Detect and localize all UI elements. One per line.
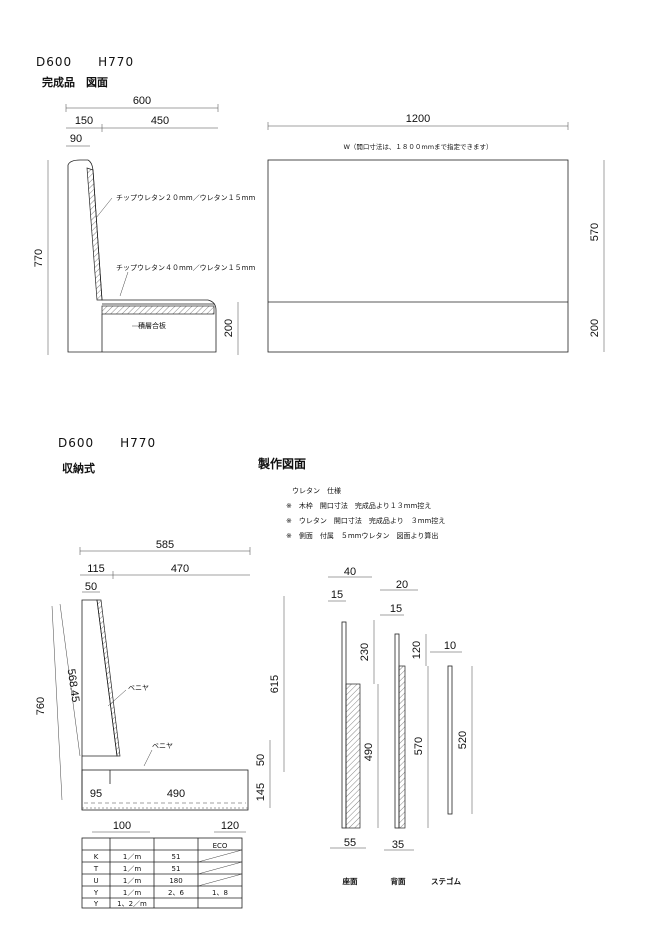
note-3: ※ ウレタン 開口寸法 完成品より ３mm控え [286, 516, 445, 525]
row-2-c2: 1／m [123, 865, 141, 873]
top-dimensions: 600 150 450 90 770 200 [33, 95, 239, 355]
dim-585: 585 [156, 539, 174, 551]
spec-table: ECO K 1／m 51 T 1／m 51 U 1／m 180 Y 1／m 2、… [81, 837, 243, 909]
row-5-c1: Y [93, 900, 99, 908]
veneer-label-back: ベニヤ [128, 684, 149, 692]
dim-55: 55 [344, 837, 356, 849]
note-2: ※ 木枠 開口寸法 完成品より１３mm控え [286, 501, 431, 510]
dim-40: 40 [344, 566, 356, 578]
note-4: ※ 側面 付属 ５mmウレタン 図面より算出 [286, 531, 438, 540]
row-5-c2: 1、2／m [117, 900, 147, 908]
label-back-part: 背面 [391, 876, 406, 886]
dim-50-right: 50 [255, 754, 267, 766]
dim-490-part: 490 [363, 743, 375, 761]
dim-15-seat: 15 [331, 589, 343, 601]
label-seat-part: 座面 [342, 876, 358, 886]
dim-1200: 1200 [406, 113, 430, 125]
row-3-c2: 1／m [123, 877, 141, 885]
dim-90: 90 [70, 133, 82, 145]
dim-570-back: 570 [413, 737, 425, 755]
top-title: 完成品 図面 [42, 75, 108, 89]
dim-35: 35 [392, 839, 404, 851]
storage-frame: 95 490 [81, 599, 249, 811]
back-veneer [96, 599, 121, 757]
top-header: D600 H770 [36, 55, 134, 69]
seat-urethane [101, 305, 215, 315]
part-stegum: 10 520 ステゴム [430, 640, 473, 886]
label-plywood: 積層合板 [138, 321, 166, 330]
table-header-eco: ECO [213, 842, 228, 850]
dim-570: 570 [589, 223, 601, 241]
dim-470: 470 [171, 563, 189, 575]
bench-side-profile [67, 159, 217, 353]
dim-615: 615 [269, 675, 281, 693]
dim-120-back: 120 [411, 641, 423, 659]
dim-600: 600 [133, 95, 151, 107]
row-3-c3: 180 [169, 877, 182, 885]
row-4-c3: 2、6 [168, 889, 184, 897]
dim-450: 450 [151, 115, 169, 127]
dim-200: 200 [223, 319, 235, 337]
dim-568-45: 568.45 [65, 668, 82, 703]
frame-dimensions: 585 115 470 50 760 568.45 615 50 145 [35, 539, 285, 808]
part-back: 20 15 120 570 35 背面 [380, 579, 429, 886]
dim-120: 120 [221, 820, 239, 832]
notes: ウレタン 仕様 ※ 木枠 開口寸法 完成品より１３mm控え ※ ウレタン 開口寸… [286, 486, 445, 540]
row-2-c1: T [93, 865, 99, 873]
label-seat-urethane: チップウレタン４０mm／ウレタン１５mm [116, 263, 255, 272]
dim-95: 95 [90, 788, 102, 800]
bottom-title: 製作図面 [257, 456, 306, 471]
label-stegum-part: ステゴム [431, 876, 461, 886]
veneer-label-seat: ベニヤ [152, 742, 173, 750]
row-4-c2: 1／m [123, 889, 141, 897]
bottom-header: D600 H770 [58, 436, 156, 450]
dim-760: 760 [35, 697, 47, 715]
dim-150: 150 [75, 115, 93, 127]
note-1: ウレタン 仕様 [292, 486, 341, 495]
row-3-c1: U [93, 877, 98, 885]
row-2-c3: 51 [172, 865, 181, 873]
dim-770: 770 [33, 249, 45, 267]
dim-100: 100 [113, 820, 131, 832]
bottom-subtitle: 収納式 [62, 461, 95, 475]
dim-230: 230 [359, 643, 371, 661]
dim-10: 10 [444, 640, 456, 652]
dim-20: 20 [396, 579, 408, 591]
dim-490-frame: 490 [167, 788, 185, 800]
part-seat: 40 15 230 490 55 座面 [328, 566, 379, 886]
back-urethane [86, 167, 103, 301]
width-note: W（開口寸法は、１８００mmまで指定できます） [343, 142, 492, 151]
bench-front-view: 1200 W（開口寸法は、１８００mmまで指定できます） 570 200 [267, 113, 605, 353]
row-1-c2: 1／m [123, 853, 141, 861]
label-back-urethane: チップウレタン２０mm／ウレタン１５mm [116, 193, 255, 202]
row-4-c1: Y [93, 889, 99, 897]
dim-145: 145 [255, 783, 267, 801]
dim-50: 50 [85, 581, 97, 593]
dim-200-right: 200 [589, 319, 601, 337]
row-1-c1: K [94, 853, 99, 861]
dim-520: 520 [457, 731, 469, 749]
dim-15-back: 15 [390, 603, 402, 615]
row-4-c4: 1、8 [212, 889, 228, 897]
dim-115: 115 [87, 563, 105, 575]
row-1-c3: 51 [172, 853, 181, 861]
